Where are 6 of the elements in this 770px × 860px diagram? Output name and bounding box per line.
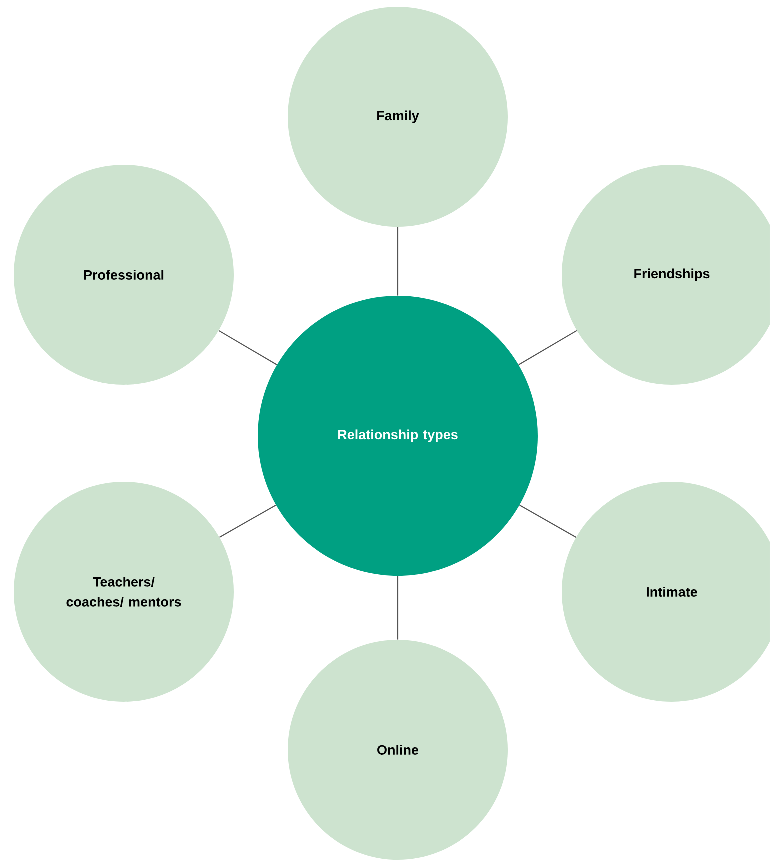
connector-line — [219, 504, 276, 538]
connector-line — [518, 330, 578, 366]
connector-line — [397, 576, 399, 640]
connector-line — [218, 330, 278, 366]
connector-line — [520, 504, 576, 538]
connector-line — [397, 227, 399, 296]
